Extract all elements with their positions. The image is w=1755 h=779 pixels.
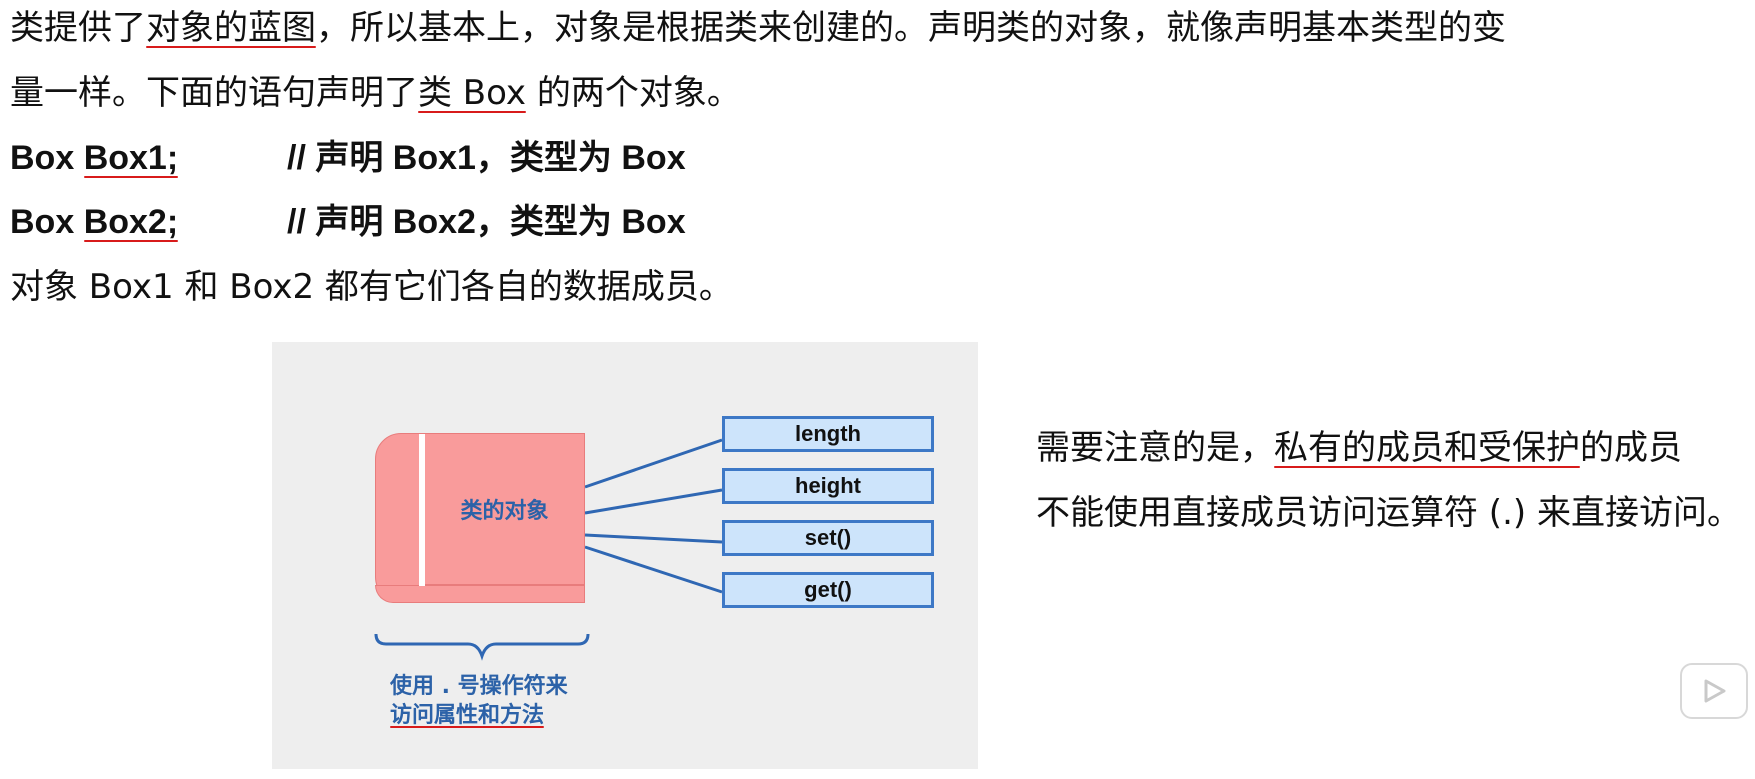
side-note-line-1-highlight: 私有的成员和受保护 bbox=[1274, 428, 1580, 468]
member-set: set() bbox=[722, 520, 934, 556]
side-note-line-1-prefix: 需要注意的是， bbox=[1036, 428, 1274, 468]
code-line-2-name: Box2; bbox=[83, 200, 179, 244]
book-bottom bbox=[375, 585, 585, 603]
operator-note-line-2: 访问属性和方法 bbox=[390, 703, 545, 728]
connector-length bbox=[584, 438, 723, 489]
code-line-2-comment: // 声明 Box2，类型为 Box bbox=[287, 203, 686, 241]
play-icon bbox=[1704, 679, 1726, 703]
code-line-1: Box Box1; // 声明 Box1，类型为 Box bbox=[10, 136, 686, 180]
operator-note: 使用 . 号操作符来 访问属性和方法 bbox=[390, 672, 590, 730]
operator-note-line-1: 使用 . 号操作符来 bbox=[390, 674, 568, 699]
object-diagram: 类的对象 length height set() get() 使用 . 号操作符… bbox=[272, 342, 978, 769]
member-get: get() bbox=[722, 572, 934, 608]
paragraph-line-2: 量一样。下面的语句声明了类 Box 的两个对象。 bbox=[10, 71, 741, 115]
class-object-label: 类的对象 bbox=[460, 499, 549, 524]
code-line-2-type: Box bbox=[10, 203, 84, 241]
connector-set bbox=[584, 533, 723, 544]
paragraph-line-1-suffix: ，所以基本上，对象是根据类来创建的。声明类的对象，就像声明基本类型的变 bbox=[316, 8, 1506, 48]
paragraph-line-2-suffix: 的两个对象。 bbox=[526, 73, 741, 113]
code-line-1-name: Box1; bbox=[83, 136, 179, 180]
code-line-1-type: Box bbox=[10, 139, 84, 177]
code-line-1-comment: // 声明 Box1，类型为 Box bbox=[287, 139, 686, 177]
side-note-line-1: 需要注意的是，私有的成员和受保护的成员 bbox=[1036, 426, 1682, 470]
member-connectors bbox=[584, 438, 723, 594]
curly-brace-icon bbox=[374, 633, 590, 661]
member-length: length bbox=[722, 416, 934, 452]
class-object-box: 类的对象 bbox=[419, 433, 585, 586]
member-height: height bbox=[722, 468, 934, 504]
paragraph-line-1-prefix: 类提供了 bbox=[10, 8, 146, 48]
code-line-2: Box Box2; // 声明 Box2，类型为 Box bbox=[10, 200, 686, 244]
paragraph-line-1-highlight: 对象的蓝图 bbox=[146, 8, 316, 48]
side-note-line-1-suffix: 的成员 bbox=[1580, 428, 1682, 468]
play-button[interactable] bbox=[1680, 663, 1748, 719]
connector-height bbox=[584, 488, 723, 515]
paragraph-line-2-prefix: 量一样。下面的语句声明了 bbox=[10, 73, 418, 113]
connector-get bbox=[584, 545, 723, 594]
paragraph-line-1: 类提供了对象的蓝图，所以基本上，对象是根据类来创建的。声明类的对象，就像声明基本… bbox=[10, 6, 1506, 50]
side-note-line-2: 不能使用直接成员访问运算符 (.) 来直接访问。 bbox=[1036, 493, 1741, 533]
paragraph-line-2-highlight: 类 Box bbox=[418, 73, 527, 113]
summary-text: 对象 Box1 和 Box2 都有它们各自的数据成员。 bbox=[10, 267, 733, 307]
